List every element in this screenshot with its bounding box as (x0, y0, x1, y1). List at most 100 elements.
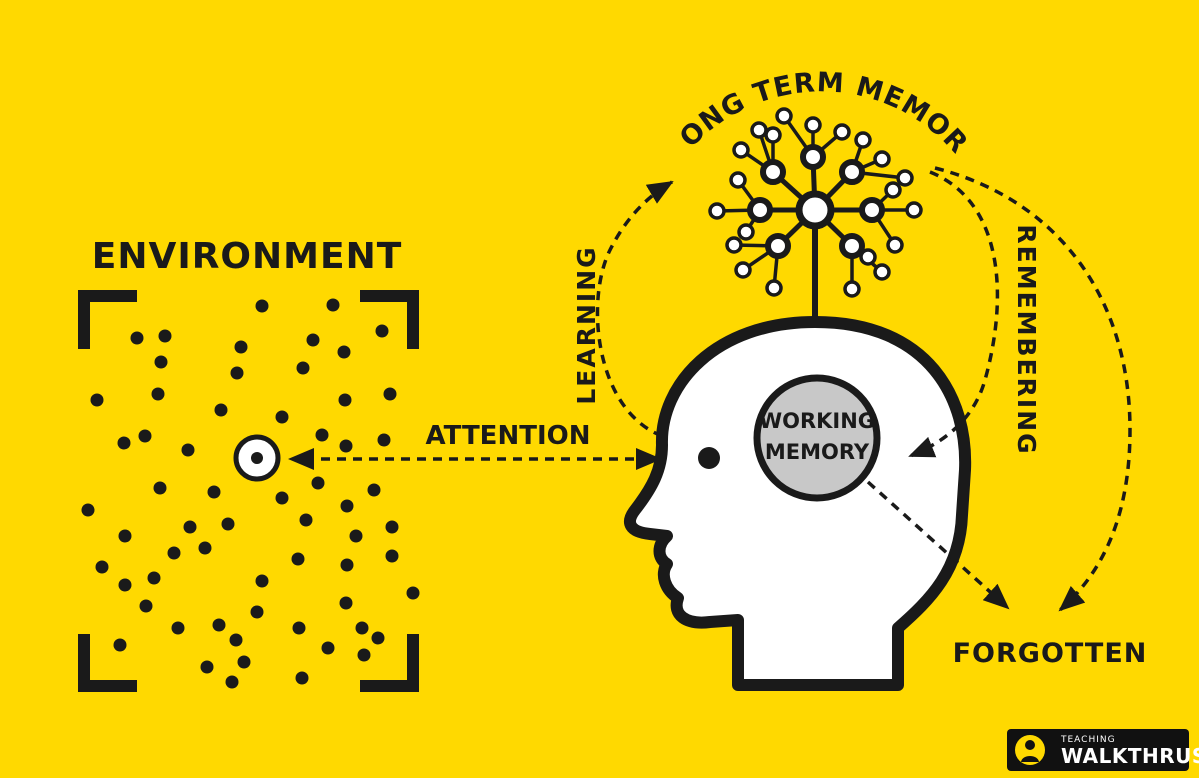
outer-neuron-node (873, 150, 891, 168)
teaching-walkthrus-badge: TEACHING WALKTHRUS (1007, 729, 1199, 771)
frame-corner-bottom-left (78, 634, 137, 692)
stimulus-dot (230, 366, 244, 380)
stimulus-dot (340, 558, 354, 572)
stimulus-dot (385, 549, 399, 563)
stimulus-dot (292, 621, 306, 635)
stimulus-dot (349, 529, 363, 543)
stimulus-dot (296, 361, 310, 375)
inner-neuron-node (839, 159, 865, 185)
stimulus-dot (167, 546, 181, 560)
outer-neuron-node (765, 279, 783, 297)
working-memory-line2: MEMORY (765, 440, 870, 464)
brand-small-text: TEACHING (1061, 735, 1116, 745)
stimulus-dot (171, 621, 185, 635)
stimulus-dot (207, 485, 221, 499)
stimulus-dot (113, 638, 127, 652)
stimulus-dot (340, 499, 354, 513)
head-eye (698, 447, 720, 469)
outer-neuron-node (708, 202, 726, 220)
stimulus-dot (237, 655, 251, 669)
inner-neuron-node (760, 159, 786, 185)
attention-arrowhead-right (636, 448, 662, 470)
outer-neuron-node (896, 169, 914, 187)
stimulus-dot (225, 675, 239, 689)
remembering-label: REMEMBERING (1012, 224, 1041, 455)
stimulus-dot (295, 671, 309, 685)
stimulus-dot (81, 503, 95, 517)
stimulus-dot (151, 387, 165, 401)
forgotten-arrow-from-long-term-memory (934, 166, 1132, 612)
inner-neuron-node (747, 197, 773, 223)
inner-neuron-node (800, 144, 826, 170)
outer-neuron-node (775, 107, 793, 125)
stimulus-dot (321, 641, 335, 655)
stimulus-dot (275, 410, 289, 424)
stimulus-dot (357, 648, 371, 662)
inner-neuron-node (859, 197, 885, 223)
outer-neuron-node (884, 181, 902, 199)
stimulus-dot (275, 491, 289, 505)
frame-corner-bottom-right (360, 634, 419, 692)
attention-label: ATTENTION (426, 421, 591, 451)
outer-neuron-node (905, 201, 923, 219)
learning-arrow (595, 180, 674, 438)
stimulus-dot (383, 387, 397, 401)
stimulus-dot (375, 324, 389, 338)
outer-neuron-node (737, 223, 755, 241)
outer-neuron-node (732, 141, 750, 159)
outer-neuron-node (750, 121, 768, 139)
stimulus-dot (385, 520, 399, 534)
outer-neuron-node (734, 261, 752, 279)
stimulus-dot (234, 340, 248, 354)
frame-corner-top-left (78, 290, 137, 349)
outer-neuron-node (833, 123, 851, 141)
long-term-memory-label: LONG TERM MEMORY (0, 0, 973, 159)
stimulus-dot (117, 436, 131, 450)
teacher-figure-icon (1015, 735, 1045, 765)
stimulus-dot (158, 329, 172, 343)
environment-title: ENVIRONMENT (92, 236, 403, 277)
inner-neuron-node (765, 233, 791, 259)
stimulus-dot (406, 586, 420, 600)
inner-neuron-node (839, 233, 865, 259)
frame-corner-top-right (360, 290, 419, 349)
focused-stimulus (233, 434, 281, 482)
outer-neuron-node (843, 280, 861, 298)
stimulus-dot (221, 517, 235, 531)
outer-neuron-node (729, 171, 747, 189)
stimulus-dot (250, 605, 264, 619)
stimulus-dot (339, 439, 353, 453)
stimulus-dot (130, 331, 144, 345)
outer-neuron-node (859, 248, 877, 266)
stimulus-dot (367, 483, 381, 497)
stimulus-dot (306, 333, 320, 347)
stimulus-dot (154, 355, 168, 369)
brand-big-text: WALKTHRUS (1061, 744, 1199, 768)
learning-label: LEARNING (572, 245, 601, 404)
remembering-arrow (908, 170, 1000, 458)
stimulus-dot (118, 529, 132, 543)
stimulus-dot (326, 298, 340, 312)
stimulus-dot (255, 574, 269, 588)
stimulus-dot (339, 596, 353, 610)
stimulus-dot (212, 618, 226, 632)
stimulus-dot (95, 560, 109, 574)
stimulus-dot (299, 513, 313, 527)
outer-neuron-node (886, 236, 904, 254)
stimulus-dot (338, 393, 352, 407)
stimulus-dot (377, 433, 391, 447)
stimulus-dot (355, 621, 369, 635)
stimulus-dot (214, 403, 228, 417)
stimulus-dot (90, 393, 104, 407)
outer-neuron-node (764, 126, 782, 144)
stimulus-dot (198, 541, 212, 555)
stimulus-dot (229, 633, 243, 647)
stimulus-dot (118, 578, 132, 592)
stimulus-dot (200, 660, 214, 674)
stimulus-dot (153, 481, 167, 495)
stimulus-dot (139, 599, 153, 613)
forgotten-label: FORGOTTEN (953, 638, 1148, 669)
stimulus-dot (181, 443, 195, 457)
stimulus-dot (337, 345, 351, 359)
